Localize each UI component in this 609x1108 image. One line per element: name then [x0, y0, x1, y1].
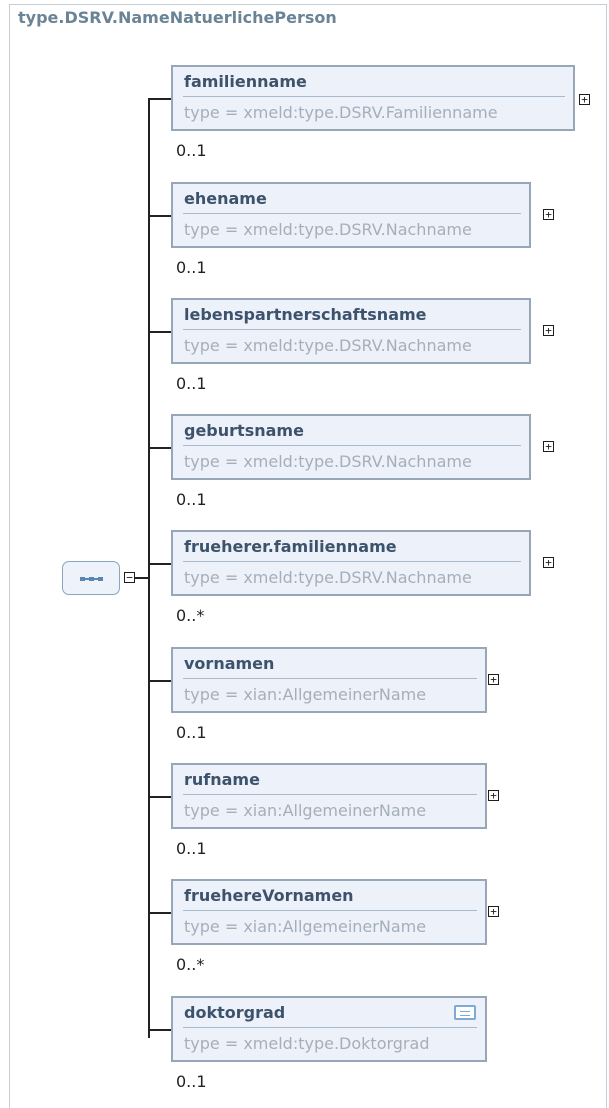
element-type: type = xmeld:type.DSRV.Nachname [184, 568, 472, 587]
element-ehename[interactable]: ehename type = xmeld:type.DSRV.Nachname [171, 182, 531, 248]
sequence-compositor[interactable] [62, 561, 120, 595]
documentation-icon [454, 1005, 476, 1020]
expand-toggle[interactable]: + [543, 209, 554, 220]
element-type: type = xian:AllgemeinerName [184, 917, 427, 936]
cardinality-label: 0..1 [176, 374, 207, 393]
expand-toggle[interactable]: + [543, 441, 554, 452]
element-type: type = xmeld:type.DSRV.Nachname [184, 336, 472, 355]
expand-toggle[interactable]: + [488, 790, 499, 801]
cardinality-label: 0..1 [176, 723, 207, 742]
element-type: type = xian:AllgemeinerName [184, 801, 427, 820]
connector-line [148, 215, 172, 217]
element-name: lebenspartnerschaftsname [184, 305, 427, 324]
expand-toggle[interactable]: + [543, 325, 554, 336]
connector-line [148, 1029, 172, 1031]
collapse-toggle[interactable]: − [124, 572, 135, 583]
connector-line [148, 796, 172, 798]
element-name: vornamen [184, 654, 275, 673]
element-type: type = xmeld:type.DSRV.Familienname [184, 103, 498, 122]
cardinality-label: 0..1 [176, 1072, 207, 1091]
element-name: ehename [184, 189, 267, 208]
element-type: type = xmeld:type.DSRV.Nachname [184, 220, 472, 239]
cardinality-label: 0..* [176, 955, 205, 974]
element-divider [183, 329, 521, 330]
cardinality-label: 0..1 [176, 141, 207, 160]
element-name: doktorgrad [184, 1003, 286, 1022]
element-divider [183, 96, 565, 97]
element-name: familienname [184, 72, 307, 91]
connector-line [148, 331, 172, 333]
cardinality-label: 0..1 [176, 839, 207, 858]
diagram-title: type.DSRV.NameNatuerlichePerson [18, 8, 337, 27]
element-familienname[interactable]: familienname type = xmeld:type.DSRV.Famil… [171, 65, 575, 131]
element-divider [183, 445, 521, 446]
cardinality-label: 0..* [176, 606, 205, 625]
element-divider [183, 561, 521, 562]
connector-line [148, 447, 172, 449]
connector-line [148, 98, 172, 100]
element-divider [183, 1027, 477, 1028]
cardinality-label: 0..1 [176, 490, 207, 509]
element-name: fruehereVornamen [184, 886, 354, 905]
cardinality-label: 0..1 [176, 258, 207, 277]
connector-line [135, 577, 149, 579]
connector-line [148, 912, 172, 914]
element-name: geburtsname [184, 421, 304, 440]
expand-toggle[interactable]: + [543, 557, 554, 568]
connector-line [148, 563, 172, 565]
element-frueherer-familienname[interactable]: frueherer.familienname type = xmeld:type.… [171, 530, 531, 596]
expand-toggle[interactable]: + [488, 674, 499, 685]
element-type: type = xmeld:type.DSRV.Nachname [184, 452, 472, 471]
connector-line [148, 680, 172, 682]
element-divider [183, 794, 477, 795]
element-type: type = xmeld:type.Doktorgrad [184, 1034, 430, 1053]
element-geburtsname[interactable]: geburtsname type = xmeld:type.DSRV.Nachna… [171, 414, 531, 480]
element-divider [183, 910, 477, 911]
element-name: frueherer.familienname [184, 537, 397, 556]
element-type: type = xian:AllgemeinerName [184, 685, 427, 704]
element-divider [183, 213, 521, 214]
expand-toggle[interactable]: + [488, 906, 499, 917]
element-doktorgrad[interactable]: doktorgrad type = xmeld:type.Doktorgrad [171, 996, 487, 1062]
element-vornamen[interactable]: vornamen type = xian:AllgemeinerName [171, 647, 487, 713]
element-lebenspartnerschaftsname[interactable]: lebenspartnerschaftsname type = xmeld:typ… [171, 298, 531, 364]
expand-toggle[interactable]: + [579, 94, 590, 105]
element-frueherevornamen[interactable]: fruehereVornamen type = xian:AllgemeinerN… [171, 879, 487, 945]
element-name: rufname [184, 770, 260, 789]
sequence-bracket [148, 98, 150, 1038]
element-divider [183, 678, 477, 679]
diagram-frame [9, 4, 607, 1108]
element-rufname[interactable]: rufname type = xian:AllgemeinerName [171, 763, 487, 829]
